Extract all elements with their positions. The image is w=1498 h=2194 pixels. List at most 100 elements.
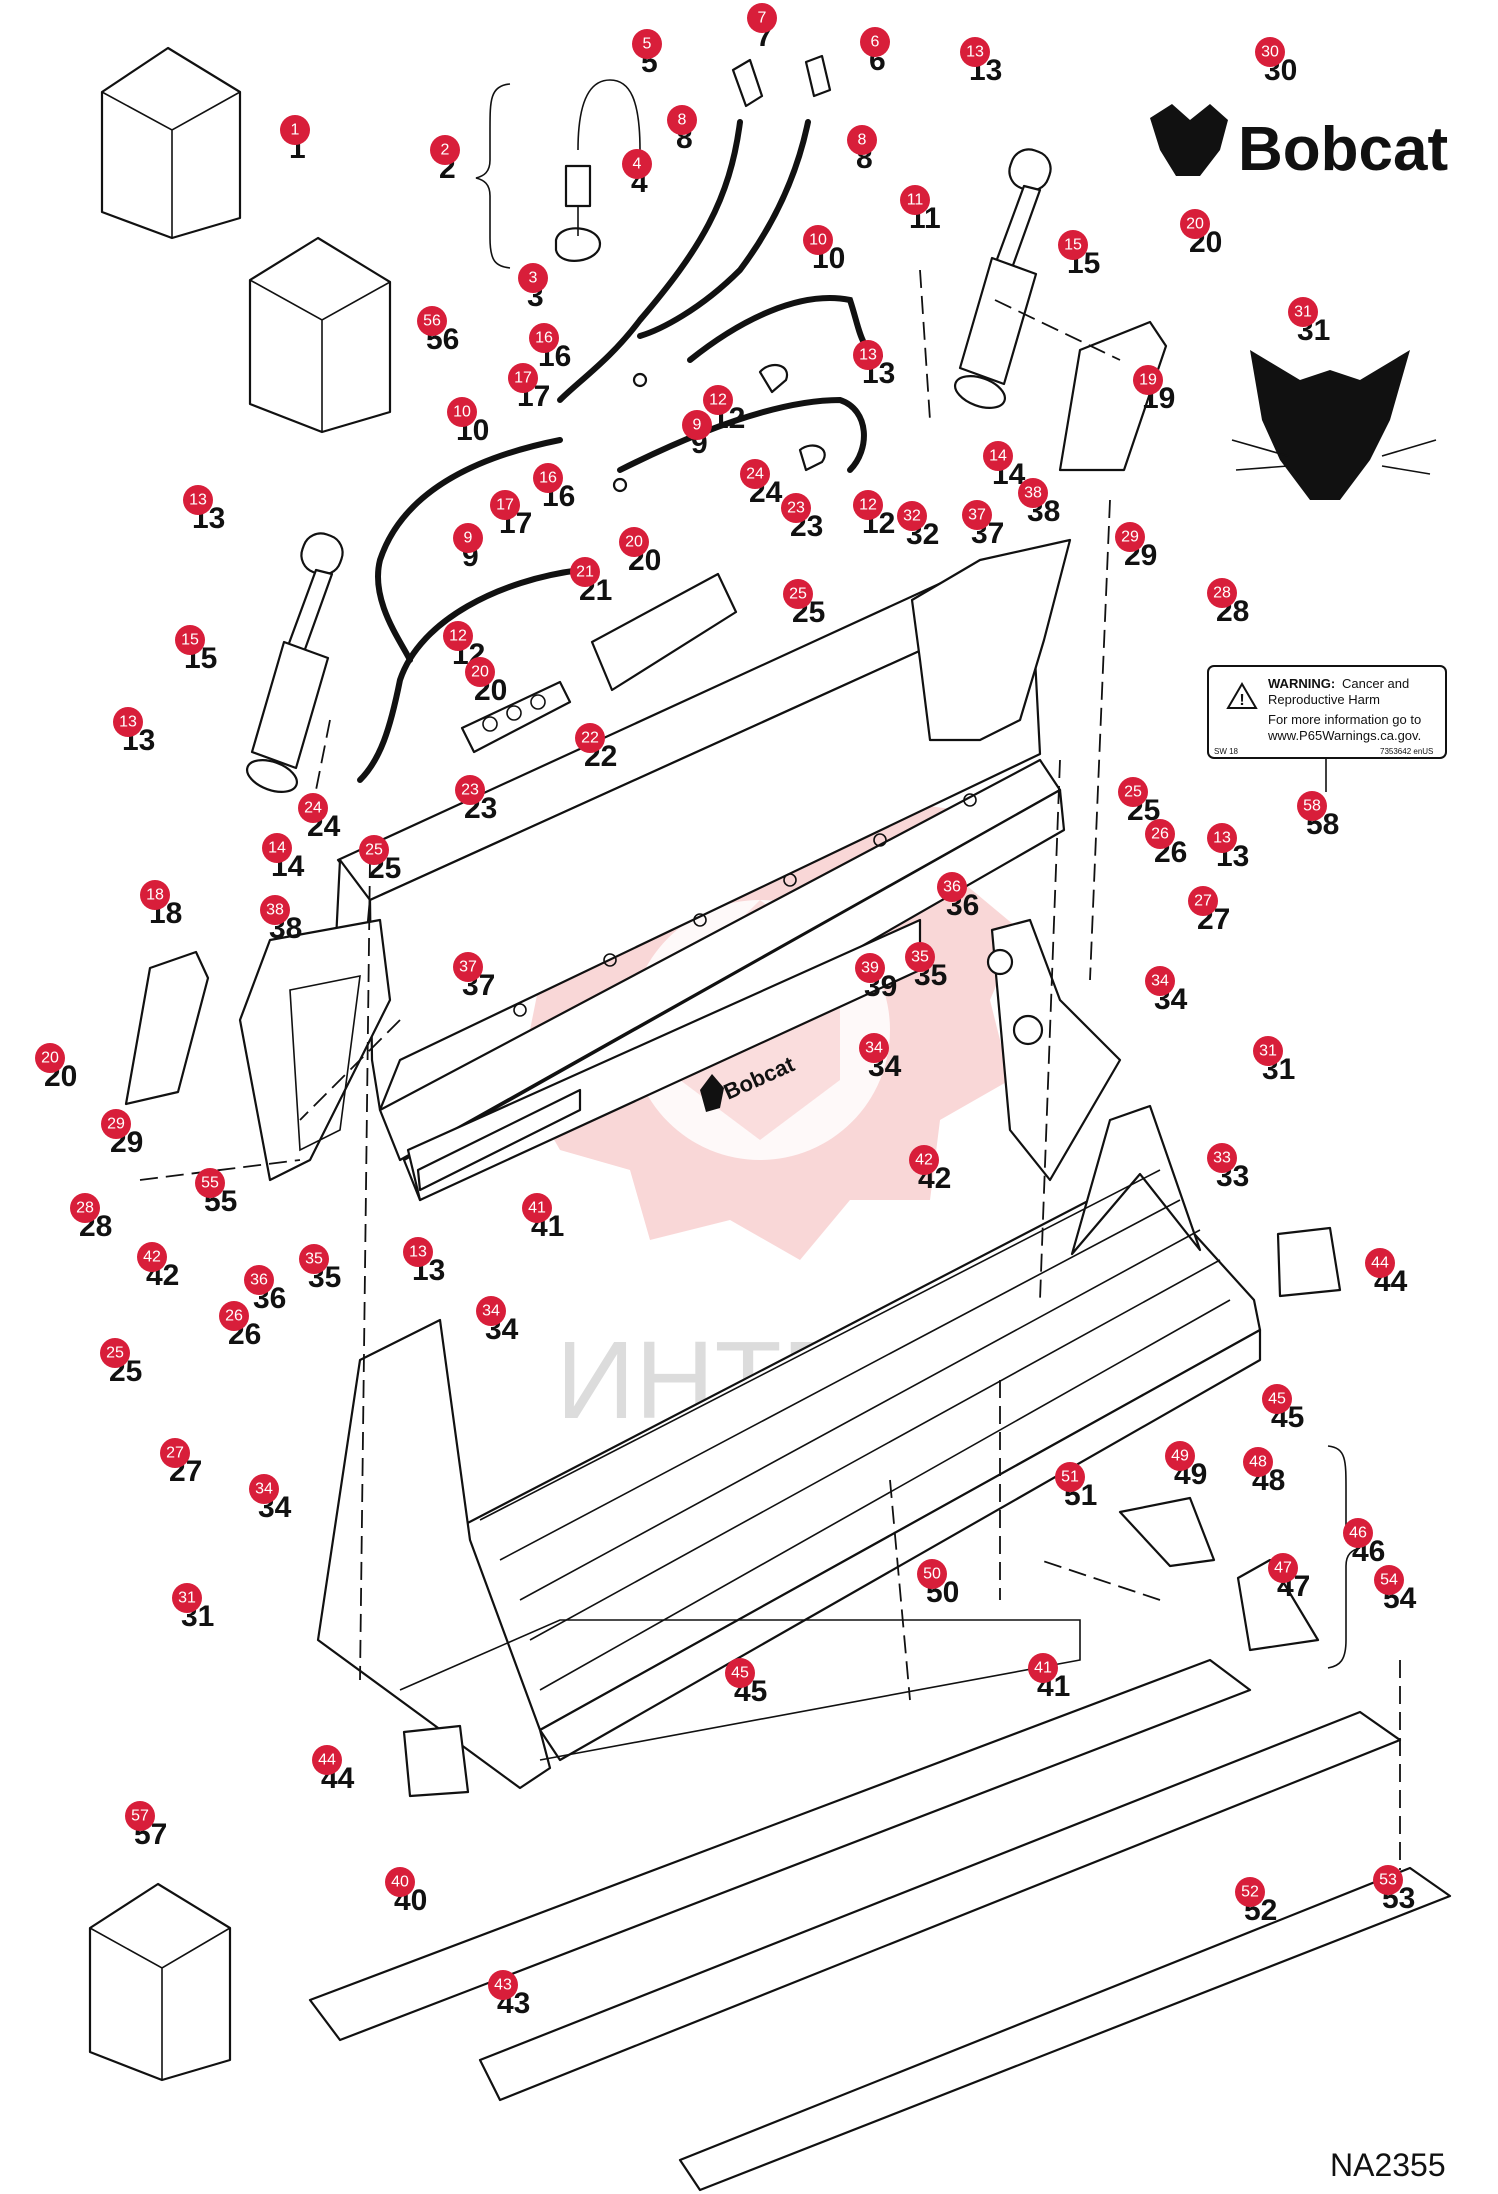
bobcat-head-decal-icon: [1231, 350, 1437, 500]
callout-badge: [1262, 1384, 1292, 1414]
callout-badge-number: 51: [1061, 1469, 1079, 1486]
callout-badge: [905, 942, 935, 972]
callout-badge-number: 37: [968, 507, 986, 524]
callout-badge-number: 20: [625, 534, 643, 551]
side-arm-right-lower: [990, 918, 1122, 1182]
callout-badge: [1145, 966, 1175, 996]
warning-title: WARNING:: [1268, 676, 1335, 691]
callout-badge-number: 30: [1261, 44, 1279, 61]
callout-badge: [622, 149, 652, 179]
callout-badge-number: 39: [861, 960, 879, 977]
callout-badge: [1373, 1865, 1403, 1895]
drawing-id: NA2355: [1330, 2147, 1446, 2183]
callout-badge-number: 52: [1241, 1884, 1259, 1901]
callout-badge-number: 27: [1194, 893, 1212, 910]
wear-pad-44-left: [402, 1724, 470, 1798]
wear-pad-44-right: [1276, 1226, 1342, 1298]
callout-badge-number: 15: [1064, 237, 1082, 254]
upper-frame: Bobcat: [332, 554, 1066, 1202]
callout-badge: [575, 723, 605, 753]
callout-badge-number: 56: [423, 313, 441, 330]
callout-badge: [175, 625, 205, 655]
callout-badge: [298, 793, 328, 823]
callout-badge-number: 17: [514, 370, 532, 387]
callout-badge: [1058, 230, 1088, 260]
bobcat-head-icon: [1150, 104, 1228, 176]
callout-badge: [280, 115, 310, 145]
callout-badge-number: 41: [1034, 1660, 1052, 1677]
callout-badge: [1115, 522, 1145, 552]
callout-badge-number: 31: [1294, 304, 1312, 321]
callout-badge: [465, 657, 495, 687]
callout-badge-number: 25: [789, 586, 807, 603]
callout-badge-number: 23: [461, 782, 479, 799]
side-arm-left: [238, 918, 392, 1182]
callout-badge-number: 5: [643, 36, 652, 53]
callout-badge: [359, 835, 389, 865]
callout-badge-number: 27: [166, 1445, 184, 1462]
callout-badge-number: 28: [1213, 585, 1231, 602]
callout-badge: [1374, 1565, 1404, 1595]
callout-badge-number: 6: [871, 34, 880, 51]
callout-badge: [1288, 297, 1318, 327]
callout-badge-number: 12: [859, 497, 877, 514]
callout-badge: [137, 1242, 167, 1272]
cutting-edge-52: [678, 1866, 1452, 2192]
callout-badge: [533, 463, 563, 493]
callout-badge: [703, 385, 733, 415]
callout-badge: [1133, 365, 1163, 395]
callout-badge: [403, 1237, 433, 1267]
callout-badge-number: 22: [581, 730, 599, 747]
alignment-lines: [139, 269, 1401, 1870]
callout-badge-number: 16: [539, 470, 557, 487]
callout-badge: [725, 1658, 755, 1688]
callout-badge: [508, 363, 538, 393]
callout-badge-number: 9: [693, 417, 702, 434]
callout-badge: [385, 1867, 415, 1897]
callout-badge: [803, 225, 833, 255]
callout-badge: [1145, 819, 1175, 849]
callout-badge: [262, 833, 292, 863]
callout-badge-number: 38: [266, 902, 284, 919]
callout-badge-number: 21: [576, 564, 594, 581]
callout-badge-number: 23: [787, 500, 805, 517]
callout-badge-number: 45: [731, 1665, 749, 1682]
callout-badge: [455, 775, 485, 805]
callout-badge: [1018, 478, 1048, 508]
callout-badge-number: 49: [1171, 1448, 1189, 1465]
callout-badge-number: 25: [1124, 784, 1142, 801]
callout-badge-number: 28: [76, 1200, 94, 1217]
svg-text:!: !: [1239, 692, 1244, 709]
callout-badge-number: 25: [365, 842, 383, 859]
callout-badge-number: 15: [181, 632, 199, 649]
callout-badge-number: 25: [106, 1345, 124, 1362]
callout-badge: [447, 397, 477, 427]
callout-badge-number: 10: [809, 232, 827, 249]
callout-badge: [140, 880, 170, 910]
callout-badge-number: 41: [528, 1200, 546, 1217]
callout-badge: [490, 490, 520, 520]
callout-badge-number: 1: [291, 122, 300, 139]
callout-badge: [522, 1193, 552, 1223]
callout-1: 11: [280, 115, 310, 165]
